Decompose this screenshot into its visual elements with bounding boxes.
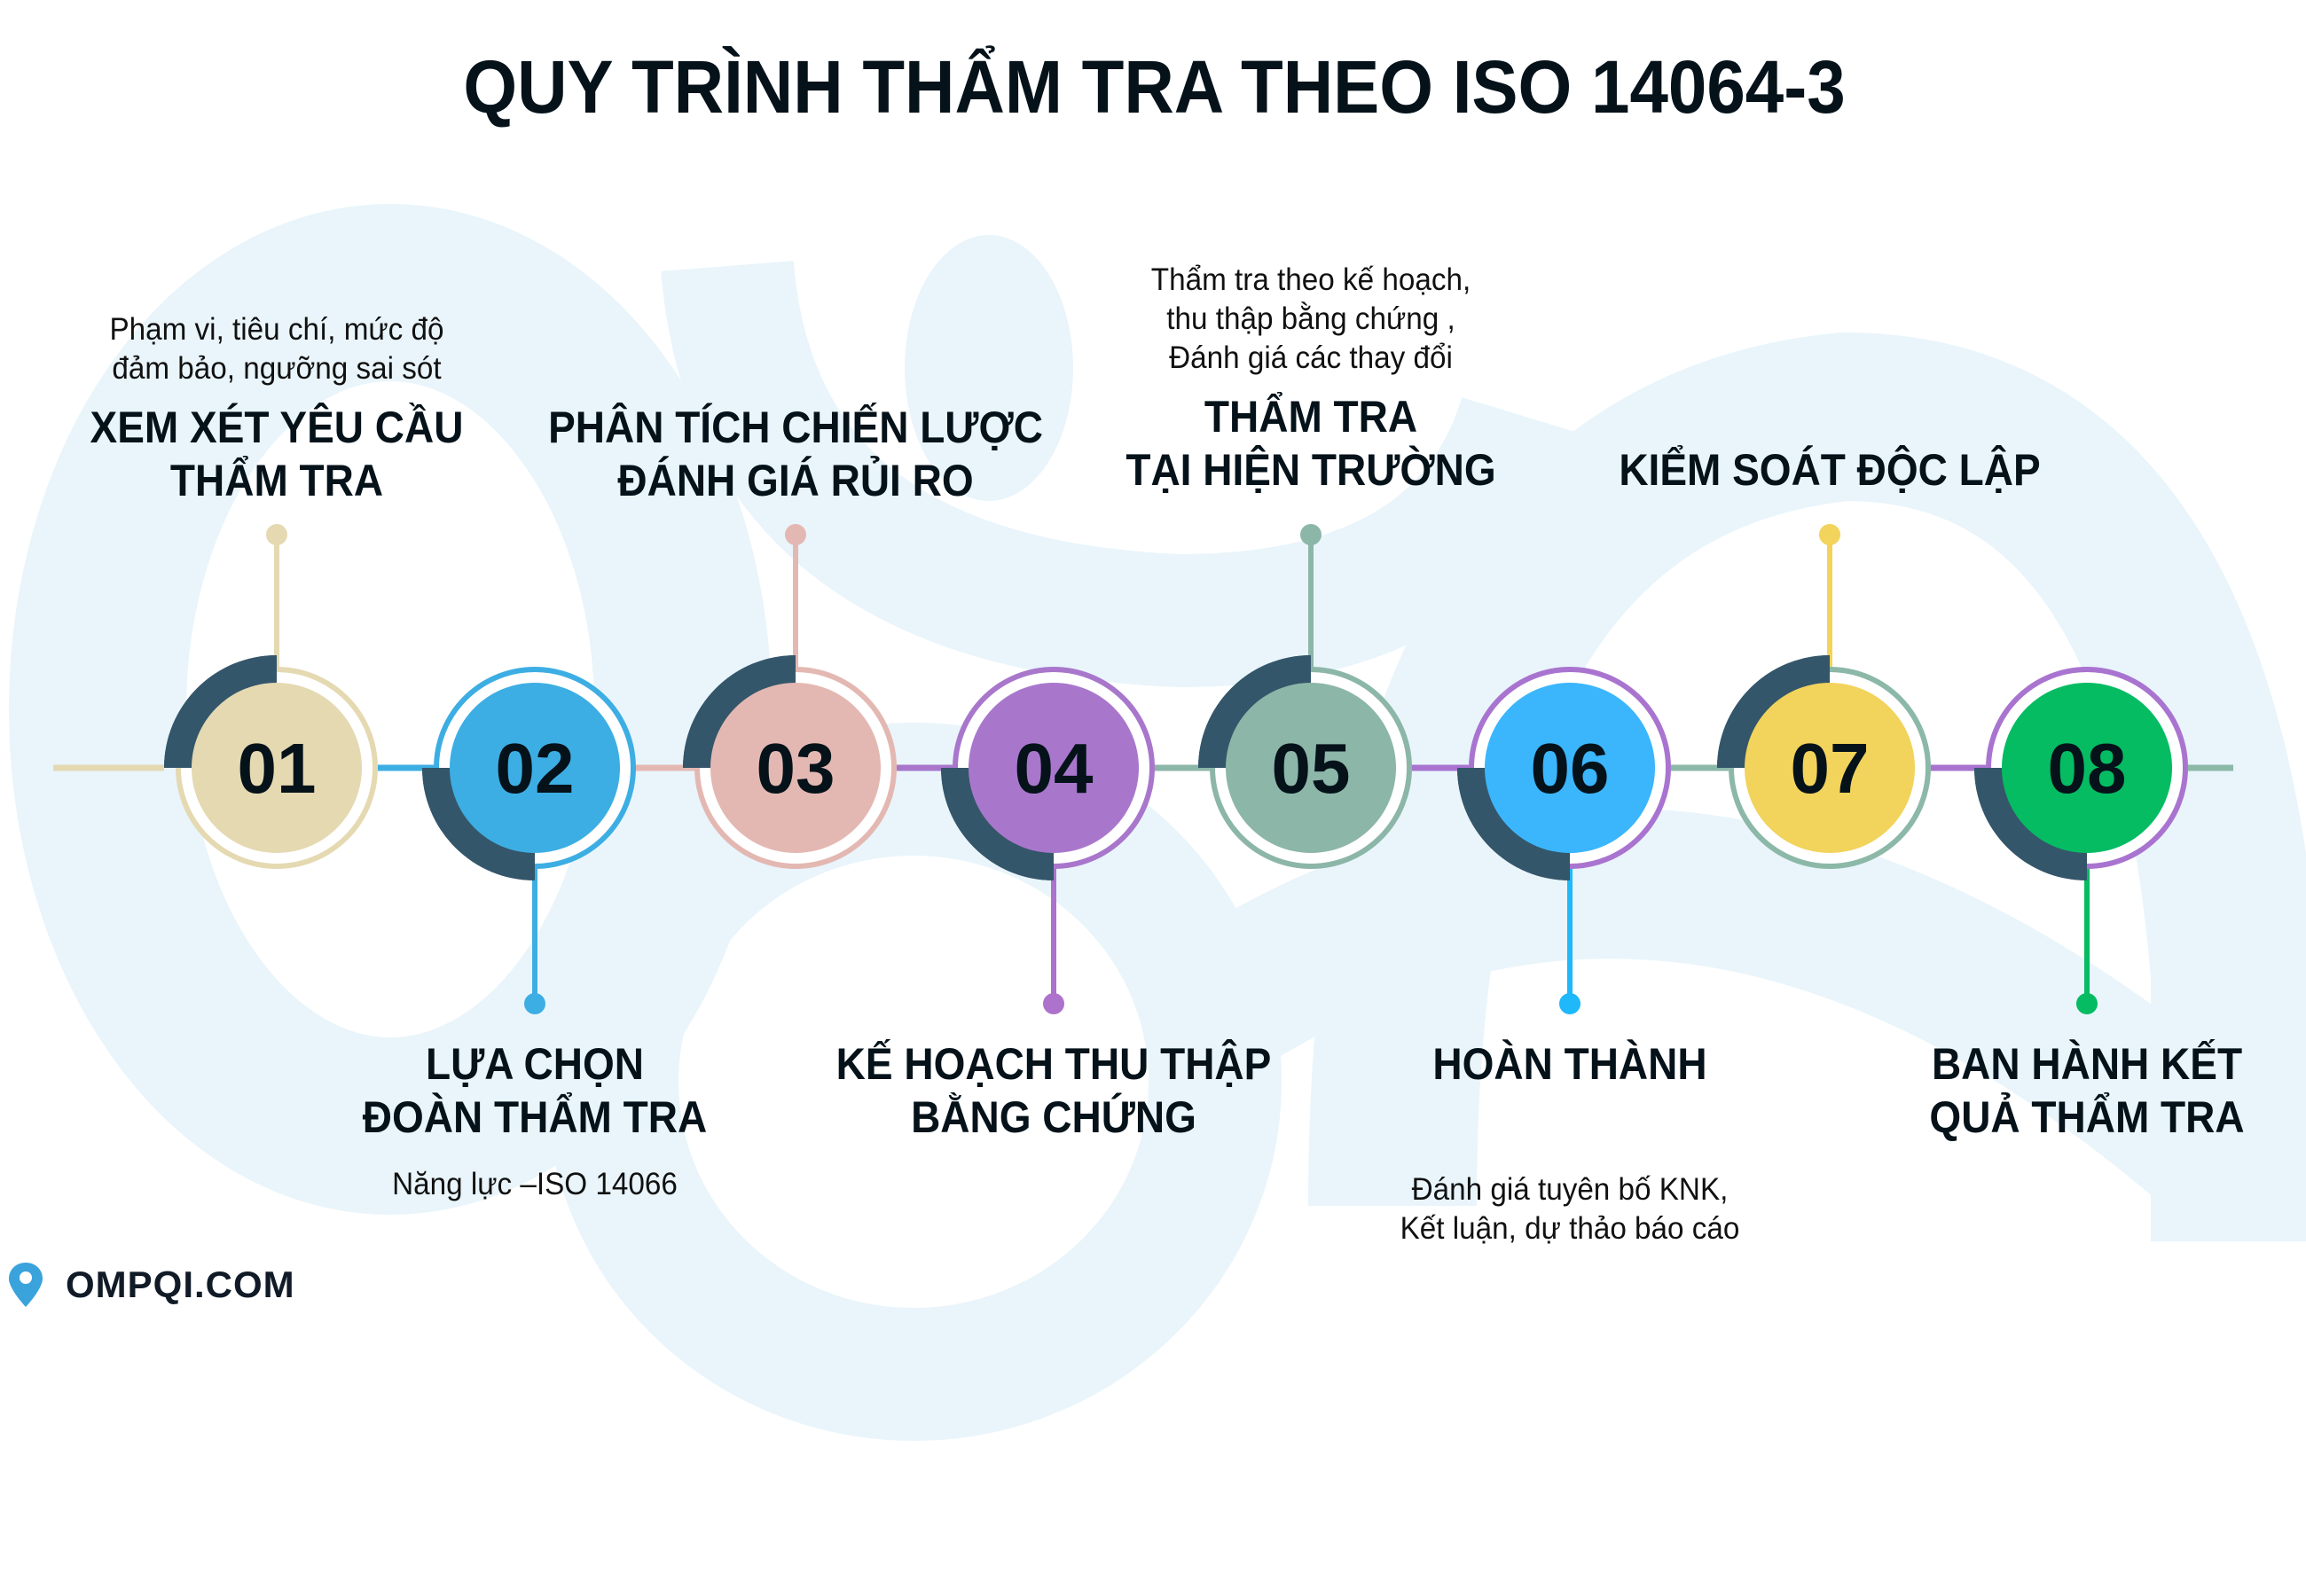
- step-node-04: 04: [941, 667, 1155, 1014]
- page-title: QUY TRÌNH THẨM TRA THEO ISO 14064-3: [463, 45, 1846, 129]
- step-node-02: 02: [422, 667, 636, 1014]
- step-number: 07: [1791, 729, 1870, 808]
- step-title-line: THẨM TRA: [1204, 392, 1418, 442]
- step-node-08: 08: [1974, 667, 2188, 1014]
- step-circle: [2002, 683, 2172, 853]
- stem-dot: [1819, 524, 1840, 545]
- step-title-line: PHÂN TÍCH CHIẾN LƯỢC: [548, 403, 1043, 452]
- step-circle: [1485, 683, 1655, 853]
- step-title-line: LỰA CHỌN: [425, 1039, 644, 1089]
- step-description-line: Năng lực –ISO 14066: [392, 1167, 678, 1201]
- step-circle: [1226, 683, 1396, 853]
- stem-dot: [1043, 993, 1064, 1014]
- stem-dot: [2076, 993, 2098, 1014]
- step-circle: [1745, 683, 1915, 853]
- step-node-07: 07: [1717, 524, 1931, 869]
- step-title-line: HOÀN THÀNH: [1432, 1039, 1707, 1089]
- step-description-line: Thẩm tra theo kế hoạch,: [1150, 262, 1471, 297]
- step-title-line: ĐÁNH GIÁ RỦI RO: [617, 456, 974, 505]
- step-circle: [192, 683, 362, 853]
- step-description-line: Đánh giá các thay đổi: [1169, 340, 1453, 375]
- step-label-01: Phạm vi, tiêu chí, mức độ đảm bảo, ngưỡng…: [0, 310, 561, 507]
- stem-dot: [524, 993, 545, 1014]
- step-label-05: Thẩm tra theo kế hoạch, thu thập bằng chứ…: [1027, 261, 1595, 497]
- step-title-line: XEM XÉT YÊU CẦU: [90, 403, 464, 452]
- step-number: 04: [1015, 729, 1094, 808]
- step-number: 08: [2048, 729, 2127, 808]
- step-number: 03: [757, 729, 835, 808]
- step-title-line: BAN HÀNH KẾT: [1931, 1039, 2243, 1089]
- step-circle: [969, 683, 1139, 853]
- step-title-line: BẰNG CHỨNG: [911, 1092, 1196, 1142]
- map-pin-icon: [9, 1263, 43, 1307]
- stem-dot: [1300, 524, 1322, 545]
- step-title-line: THẨM TRA: [169, 456, 384, 505]
- step-node-01: 01: [164, 524, 378, 869]
- step-node-03: 03: [683, 524, 897, 869]
- step-label-07: KIỂM SOÁT ĐỘC LẬP: [1546, 443, 2114, 497]
- step-node-06: 06: [1457, 667, 1671, 1014]
- step-title-line: KẾ HOẠCH THU THẬP: [835, 1039, 1272, 1089]
- step-description-line: Kết luận, dự thảo báo cáo: [1400, 1211, 1740, 1246]
- step-number: 02: [496, 729, 575, 808]
- step-description-line: đảm bảo, ngưỡng sai sót: [112, 351, 442, 386]
- step-label-06: HOÀN THÀNH Đánh giá tuyên bố KNK, Kết luận…: [1286, 1037, 1854, 1248]
- stem-dot: [785, 524, 806, 545]
- step-circle: [450, 683, 620, 853]
- website-link[interactable]: OMPQI.COM: [66, 1264, 295, 1305]
- step-number: 01: [238, 729, 317, 808]
- step-title-line: QUẢ THẨM TRA: [1929, 1092, 2245, 1142]
- step-title-line: KIỂM SOÁT ĐỘC LẬP: [1619, 445, 2041, 495]
- step-description-line: thu thập bằng chứng ,: [1166, 301, 1455, 336]
- step-description-line: Đánh giá tuyên bố KNK,: [1411, 1172, 1729, 1207]
- step-description-line: Phạm vi, tiêu chí, mức độ: [109, 312, 444, 347]
- step-title-line: TẠI HIỆN TRƯỜNG: [1126, 445, 1496, 495]
- step-title-line: ĐOÀN THẨM TRA: [362, 1092, 708, 1142]
- stem-dot: [1559, 993, 1580, 1014]
- stem-dot: [266, 524, 287, 545]
- step-number: 06: [1531, 729, 1610, 808]
- step-circle: [710, 683, 881, 853]
- step-node-05: 05: [1198, 524, 1412, 869]
- step-number: 05: [1272, 729, 1351, 808]
- footer: OMPQI.COM: [7, 1261, 295, 1309]
